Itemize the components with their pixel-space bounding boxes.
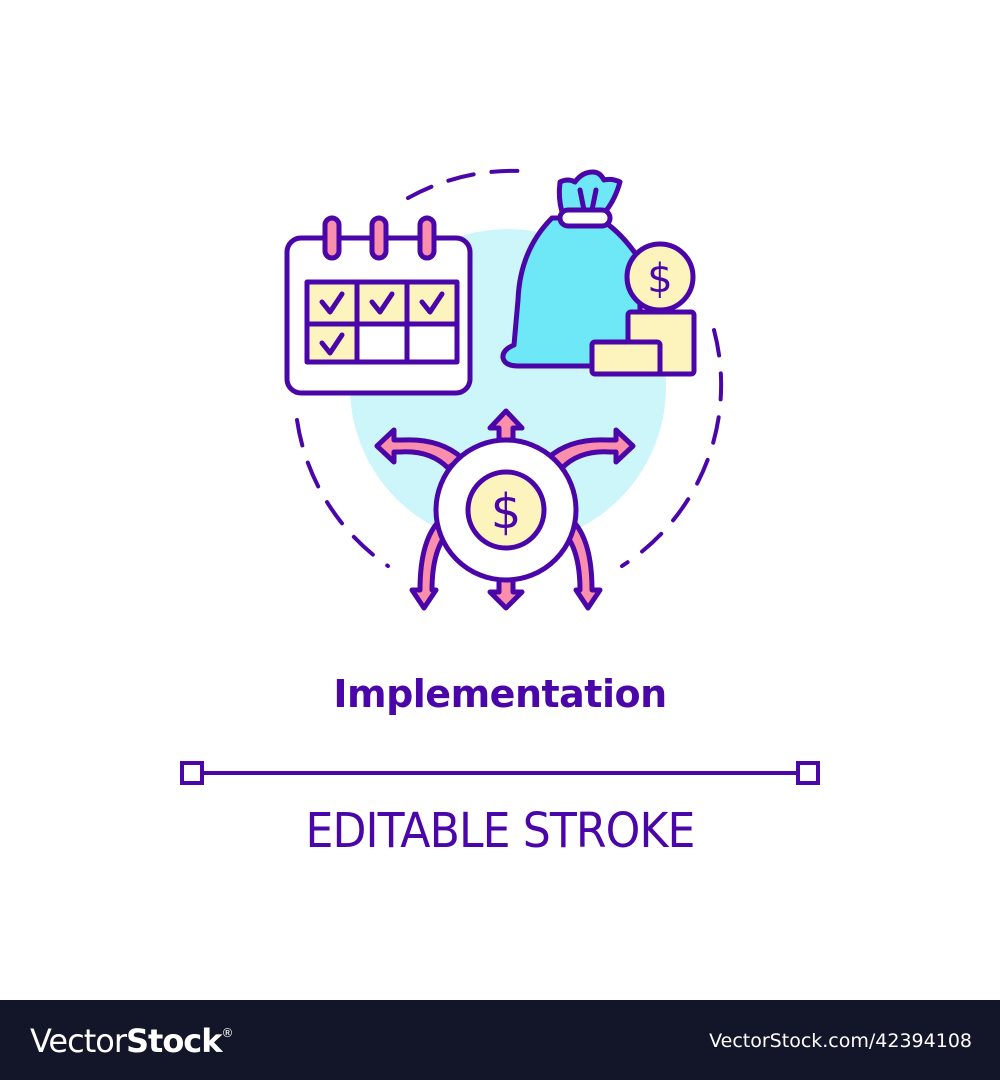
- editable-stroke-label: EDITABLE STROKE: [305, 803, 695, 859]
- concept-title: Implementation: [333, 672, 667, 716]
- implementation-illustration: $ $: [180, 168, 820, 785]
- money-bag-icon: [500, 169, 643, 369]
- editable-stroke-line: [180, 761, 820, 785]
- calendar-icon: [284, 215, 473, 396]
- central-dollar-coin-icon: $: [433, 437, 579, 583]
- logo-bold-text: Stock: [125, 1022, 223, 1060]
- svg-text:$: $: [491, 484, 522, 540]
- registered-mark: ®: [221, 1026, 234, 1040]
- logo-light-text: Vector: [30, 1022, 127, 1060]
- watermark-footer: VectorStock® VectorStock.com/42394108: [0, 1000, 1000, 1080]
- svg-text:$: $: [647, 256, 672, 302]
- dashed-circle: [295, 168, 724, 568]
- vectorstock-logo: VectorStock®: [30, 1022, 234, 1060]
- coin-stack-icon: $: [589, 241, 697, 377]
- image-reference: VectorStock.com/42394108: [709, 1030, 972, 1052]
